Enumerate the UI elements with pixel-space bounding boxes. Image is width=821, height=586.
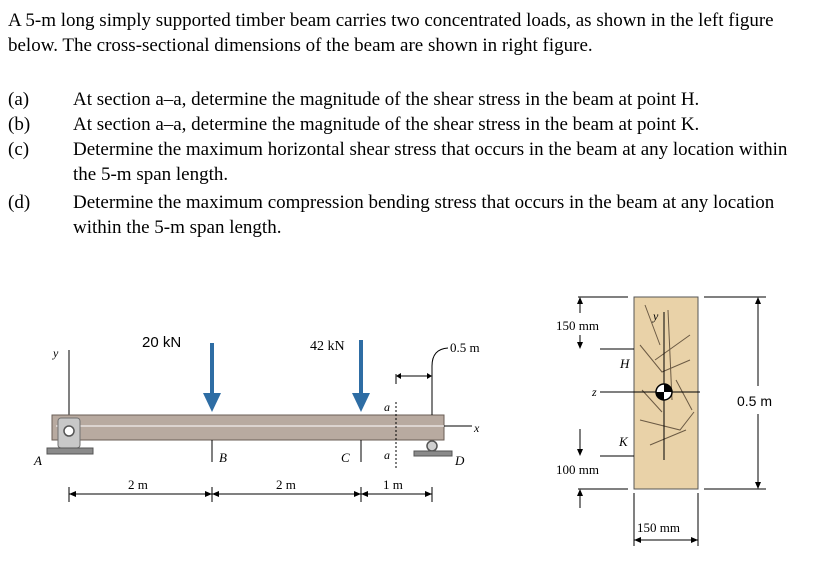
centroid-icon — [655, 383, 673, 401]
section-a-top-label: a — [384, 400, 390, 414]
problem-intro: A 5-m long simply supported timber beam … — [8, 10, 774, 56]
question-d-label: (d) — [8, 192, 31, 213]
section-z-label: z — [591, 385, 597, 399]
question-b-text: At section a–a, determine the magnitude … — [73, 114, 700, 135]
load-1-arrow — [203, 343, 221, 412]
question-b-label: (b) — [8, 114, 31, 135]
roller-support-d — [413, 440, 453, 457]
cross-section-diagram: y z H K 150 mm 100 mm — [556, 296, 772, 546]
beam-y-label: y — [52, 346, 59, 360]
bottom-dimension — [577, 429, 628, 508]
pin-support-a — [46, 417, 94, 455]
span-1-label: 2 m — [128, 477, 148, 492]
load-2-arrow — [352, 340, 370, 412]
wood-grain — [639, 304, 695, 446]
overhang-dimension — [395, 347, 449, 415]
bottom-dimension-label: 100 mm — [556, 462, 599, 477]
beam-diagram: y x A D 20 kN B 42 kN — [33, 334, 480, 502]
width-dimension-label: 150 mm — [637, 520, 680, 535]
question-c-label: (c) — [8, 139, 30, 160]
load-1-label: 20 kN — [142, 334, 181, 351]
question-a-label: (a) — [8, 89, 30, 110]
span-dimensions — [68, 487, 433, 502]
span-3-label: 1 m — [383, 477, 403, 492]
question-c-text: Determine the maximum horizontal shear s… — [73, 139, 788, 185]
span-2-label: 2 m — [276, 477, 296, 492]
point-k-label: K — [618, 434, 629, 449]
point-c-label: C — [341, 450, 350, 465]
question-d-text: Determine the maximum compression bendin… — [73, 192, 775, 238]
point-d-label: D — [454, 453, 465, 468]
point-h-label: H — [619, 356, 630, 371]
overhang-label: 0.5 m — [450, 340, 480, 355]
load-2-label: 42 kN — [310, 339, 345, 354]
section-a-bottom-label: a — [384, 448, 390, 462]
top-dimension-label: 150 mm — [556, 318, 599, 333]
section-y-label: y — [652, 309, 659, 323]
beam-x-label: x — [473, 421, 480, 435]
question-a-text: At section a–a, determine the magnitude … — [73, 89, 700, 110]
top-dimension — [577, 296, 628, 349]
height-dimension — [704, 296, 766, 490]
width-dimension — [633, 493, 699, 546]
height-dimension-label: 0.5 m — [737, 393, 772, 409]
beam-body — [51, 414, 445, 441]
point-b-label: B — [219, 450, 227, 465]
point-a-label: A — [33, 453, 42, 468]
